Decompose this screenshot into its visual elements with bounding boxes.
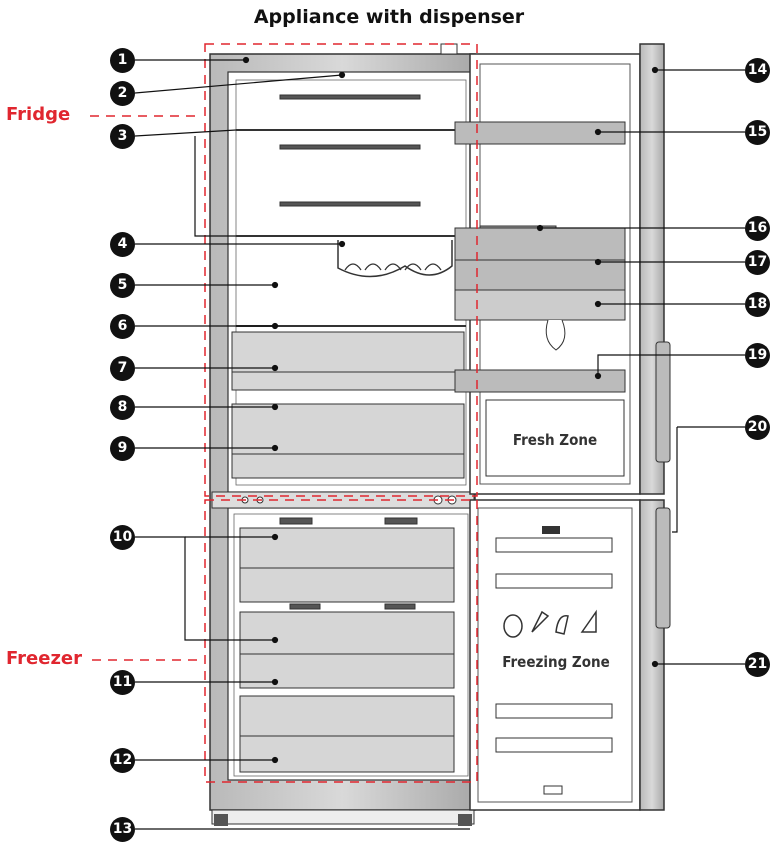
freezer-door: Freezing Zone [469,499,671,811]
callout-4: 4 [110,232,135,257]
callout-1: 1 [110,48,135,73]
zone-outlines [90,43,478,783]
callout-leaders [134,56,745,830]
callout-17: 17 [745,250,770,275]
callout-5: 5 [110,273,135,298]
callout-7: 7 [110,356,135,381]
callout-21: 21 [745,652,770,677]
freezer-drawers [239,517,455,773]
freezer-zone-label: Freezer [6,648,82,669]
callout-3: 3 [110,124,135,149]
fresh-zone-label: Fresh Zone [513,431,597,449]
callout-18: 18 [745,292,770,317]
callout-2: 2 [110,81,135,106]
callout-15: 15 [745,120,770,145]
callout-10: 10 [110,525,135,550]
fridge-zone-label: Fridge [6,104,71,125]
fridge-door: Fresh Zone [454,43,671,495]
callout-8: 8 [110,395,135,420]
callout-13: 13 [110,817,135,842]
callout-6: 6 [110,314,135,339]
callout-16: 16 [745,216,770,241]
callout-20: 20 [745,415,770,440]
freezing-zone-label: Freezing Zone [502,653,610,671]
callout-12: 12 [110,748,135,773]
callout-11: 11 [110,670,135,695]
diagram-title: Appliance with dispenser [253,6,525,28]
fridge-drawers [231,331,465,479]
callout-19: 19 [745,343,770,368]
callout-9: 9 [110,436,135,461]
callout-14: 14 [745,58,770,83]
